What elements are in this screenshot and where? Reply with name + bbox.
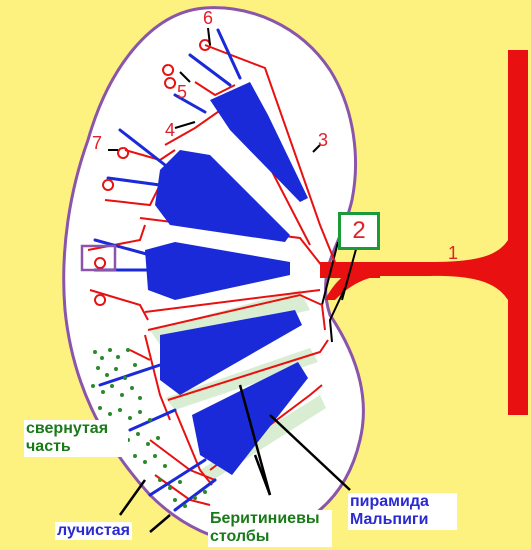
callout-box-2: 2 (338, 212, 380, 250)
label-7: 7 (92, 133, 103, 153)
label-malpighian-pyramid: пирамида Мальпиги (348, 493, 457, 530)
label-4: 4 (165, 120, 176, 140)
label-bertin-columns: Беритиниевы столбы (208, 510, 332, 547)
label-pointers (108, 27, 321, 153)
annotation-pointers (118, 384, 351, 533)
highlight-box (80, 244, 117, 272)
hilum-lines (321, 241, 359, 343)
label-convoluted-part: свернутая часть (24, 420, 128, 457)
pyramid-2 (155, 150, 290, 242)
pyramid-1 (210, 82, 308, 202)
label-3: 3 (318, 130, 329, 150)
pyramid-3 (145, 242, 290, 300)
pyramid-4 (160, 310, 302, 395)
label-radiate-part: лучистая (55, 522, 132, 541)
label-1: 1 (448, 243, 459, 263)
label-6: 6 (203, 8, 214, 28)
medullary-rays (93, 28, 242, 512)
label-5: 5 (177, 82, 188, 102)
